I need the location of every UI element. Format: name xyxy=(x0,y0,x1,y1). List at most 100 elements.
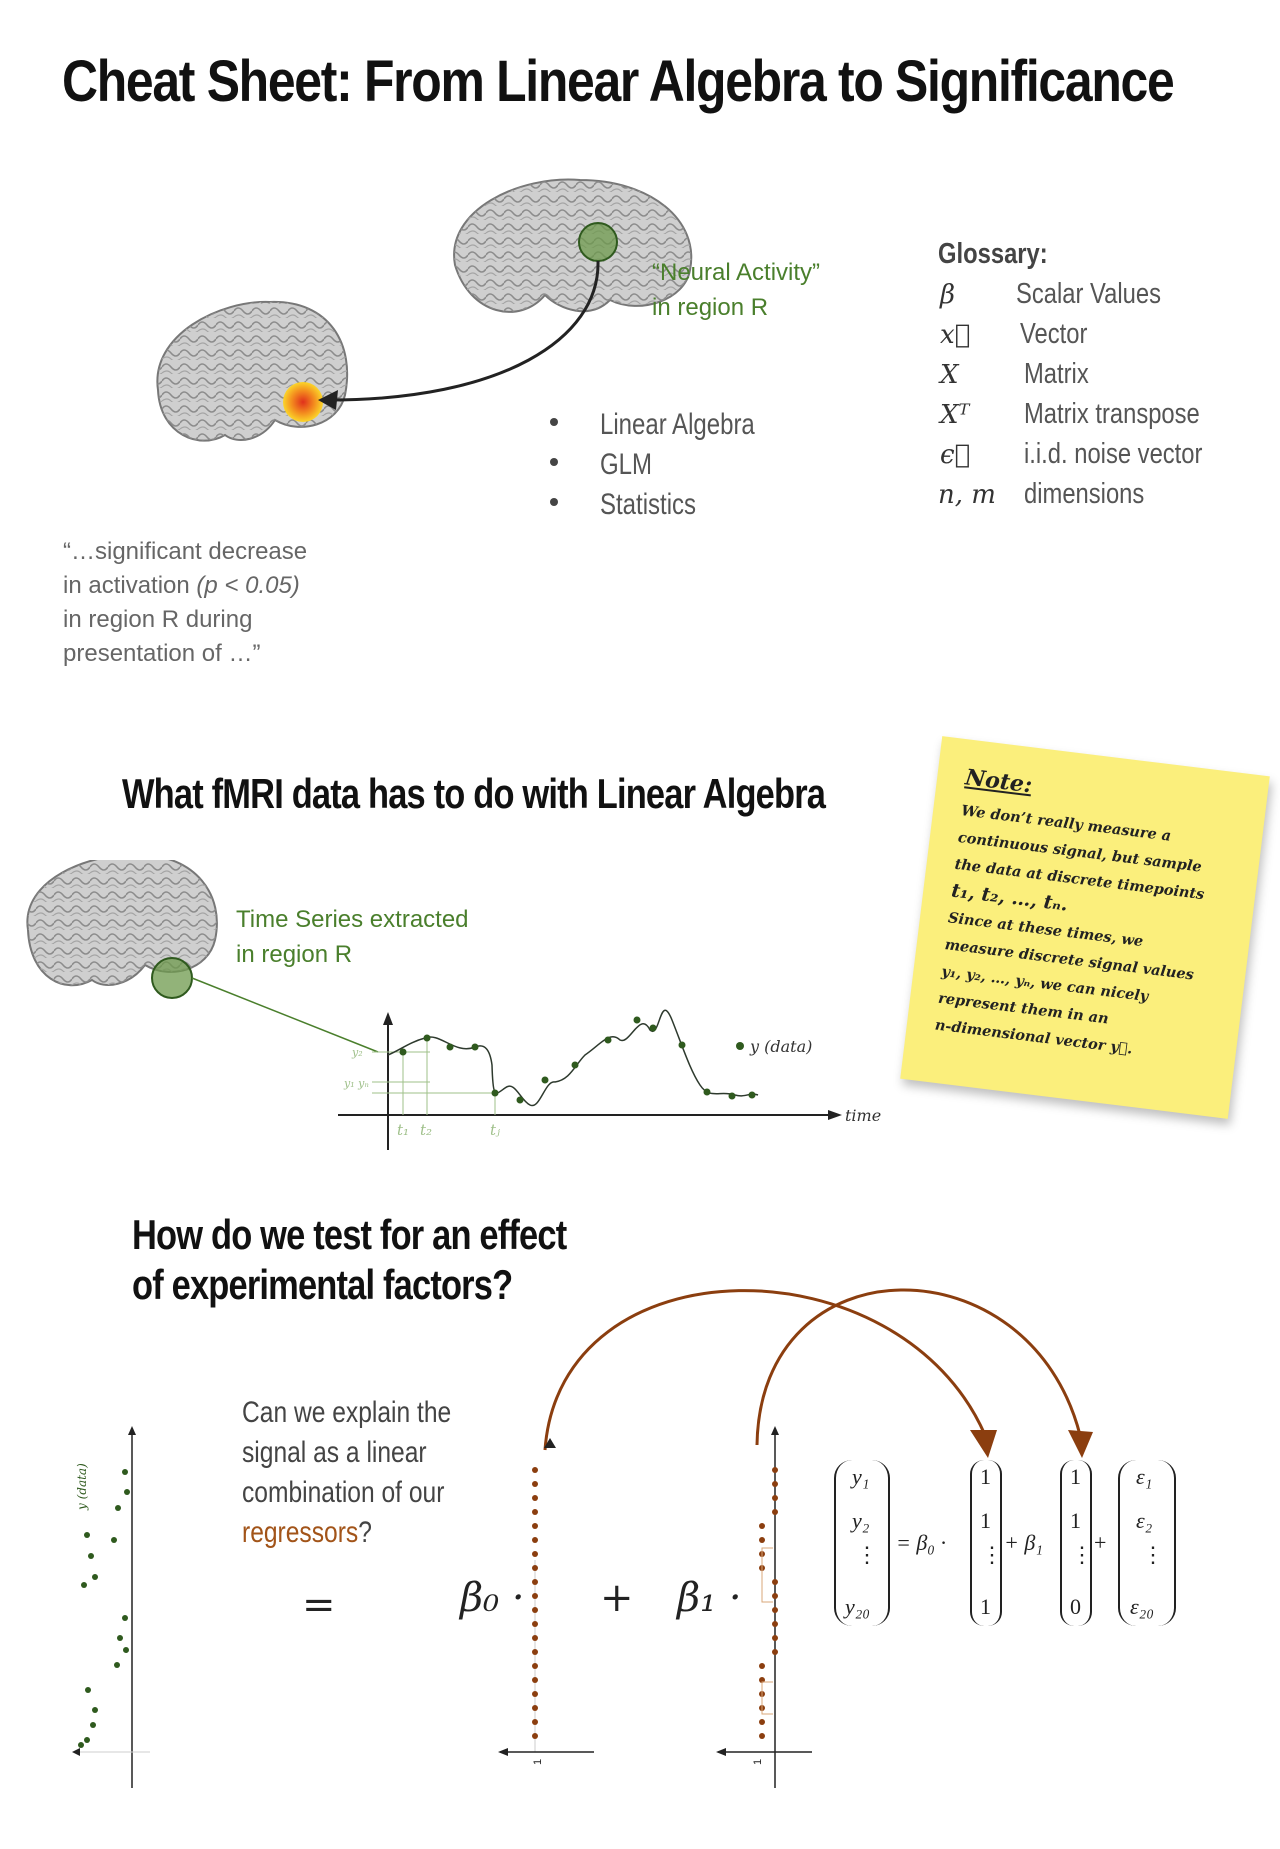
data-points xyxy=(399,1016,756,1104)
data-point xyxy=(122,1469,128,1475)
bullet-icon xyxy=(550,458,558,466)
bullet-item: Statistics xyxy=(550,488,850,528)
regressor-point xyxy=(532,1565,538,1571)
regressors-highlight: regressors xyxy=(242,1516,359,1549)
curved-arrow xyxy=(329,260,600,402)
y-tick-label: y₂ xyxy=(351,1046,363,1059)
regressor-point xyxy=(532,1551,538,1557)
data-point xyxy=(81,1582,87,1588)
time-series-label: Time Series extracted in region R xyxy=(236,906,469,968)
regressor-point xyxy=(772,1467,778,1473)
regression-illustration: y (data) 1 1 xyxy=(72,1288,1093,1788)
equals-beta0: = β₀ · xyxy=(896,1530,946,1555)
tick-one-label: 1 xyxy=(532,1759,544,1765)
data-point xyxy=(124,1489,130,1495)
regressor-point xyxy=(532,1537,538,1543)
tick-label: t₁ xyxy=(397,1121,409,1139)
axis-arrow-icon xyxy=(771,1426,779,1435)
regressor-point xyxy=(759,1733,765,1739)
regressor-point xyxy=(772,1607,778,1613)
question-text: Can we explain the signal as a linear co… xyxy=(242,1396,452,1549)
regressor-point xyxy=(772,1579,778,1585)
brains-illustration xyxy=(156,178,693,442)
regressor-point xyxy=(532,1467,538,1473)
regressor-point xyxy=(772,1481,778,1487)
data-point xyxy=(541,1076,549,1084)
tick-one-label: 1 xyxy=(752,1759,764,1765)
data-point xyxy=(399,1048,407,1056)
tick-label: t₂ xyxy=(420,1121,432,1139)
x-axis-label: time xyxy=(845,1106,881,1125)
data-point xyxy=(446,1043,454,1051)
arc-arrow-beta1 xyxy=(755,1288,1082,1446)
arc-arrow-beta0 xyxy=(543,1289,987,1451)
regressor-point xyxy=(532,1579,538,1585)
y-axis-label: y (data) xyxy=(75,1463,89,1511)
data-point xyxy=(123,1647,129,1653)
axis-arrow-icon xyxy=(716,1748,726,1756)
data-point xyxy=(114,1662,120,1668)
plus-sign: + xyxy=(600,1575,634,1621)
regressor-point xyxy=(532,1649,538,1655)
regressor-point xyxy=(759,1537,765,1543)
data-point xyxy=(92,1707,98,1713)
neural-activity-label: “Neural Activity” in region R xyxy=(652,259,821,321)
arc-arrowhead-icon xyxy=(970,1430,997,1458)
leader-line xyxy=(191,977,379,1053)
regressor-point xyxy=(532,1481,538,1487)
y-axis-arrow-icon xyxy=(383,1012,393,1025)
data-point xyxy=(111,1537,117,1543)
data-points xyxy=(78,1469,130,1748)
noise-vector: ε₁ ε₂ ⋮ ε₂₀ xyxy=(1118,1460,1176,1626)
x-axis-arrow-icon xyxy=(828,1110,842,1120)
regressor-point xyxy=(532,1509,538,1515)
brain-top-image xyxy=(453,178,693,313)
brain-timeseries-image xyxy=(26,860,218,999)
data-point xyxy=(88,1553,94,1559)
legend-dot-icon xyxy=(736,1042,744,1050)
data-point xyxy=(703,1088,711,1096)
regressor-point xyxy=(772,1509,778,1515)
regressor-point xyxy=(532,1621,538,1627)
data-point xyxy=(122,1615,128,1621)
regressor-point xyxy=(759,1523,765,1529)
regressor-point xyxy=(532,1677,538,1683)
data-point xyxy=(649,1024,657,1032)
data-point xyxy=(571,1061,579,1069)
ones-vector: 1 1 ⋮ 1 xyxy=(970,1460,1003,1626)
data-point xyxy=(85,1687,91,1693)
brain-bottom-image xyxy=(156,300,349,442)
topic-bullet-list: Linear Algebra GLM Statistics xyxy=(550,408,850,528)
signal-curve xyxy=(387,1009,759,1107)
regressor-point xyxy=(532,1705,538,1711)
regressor-point xyxy=(772,1649,778,1655)
activation-blob xyxy=(283,382,323,422)
regressor-vector: 1 1 ⋮ 0 xyxy=(1060,1460,1093,1626)
axis-arrow-icon xyxy=(128,1426,136,1435)
beta1-term: β₁ · xyxy=(677,1575,742,1621)
regressor-point xyxy=(532,1691,538,1697)
legend-label: y (data) xyxy=(749,1037,812,1056)
plus-beta1: + β₁ xyxy=(1004,1530,1043,1555)
data-point xyxy=(516,1096,524,1104)
data-point xyxy=(115,1505,121,1511)
data-point xyxy=(117,1635,123,1641)
time-series-illustration: y (data) time t₁ t₂ tⱼ y₂ y₁ yₙ xyxy=(26,860,881,1150)
data-point xyxy=(84,1532,90,1538)
sticky-note-text: Note: We don’t really measure a continuo… xyxy=(933,764,1206,1058)
page-title: Cheat Sheet: From Linear Algebra to Sign… xyxy=(62,49,1175,114)
data-point xyxy=(748,1091,756,1099)
regressor-point xyxy=(532,1733,538,1739)
regressor-point xyxy=(532,1495,538,1501)
regressor-point xyxy=(772,1635,778,1641)
regressor-point xyxy=(532,1523,538,1529)
sticky-note: Note: We don’t really measure a continuo… xyxy=(900,736,1270,1119)
data-point xyxy=(90,1722,96,1728)
section-heading-effect: How do we test for an effect of experime… xyxy=(132,1211,567,1308)
regressor-point xyxy=(772,1593,778,1599)
regressor-point xyxy=(532,1719,538,1725)
data-point xyxy=(491,1089,499,1097)
regressor1-points xyxy=(759,1467,778,1739)
axis-arrow-icon xyxy=(72,1748,80,1756)
data-point xyxy=(423,1034,431,1042)
